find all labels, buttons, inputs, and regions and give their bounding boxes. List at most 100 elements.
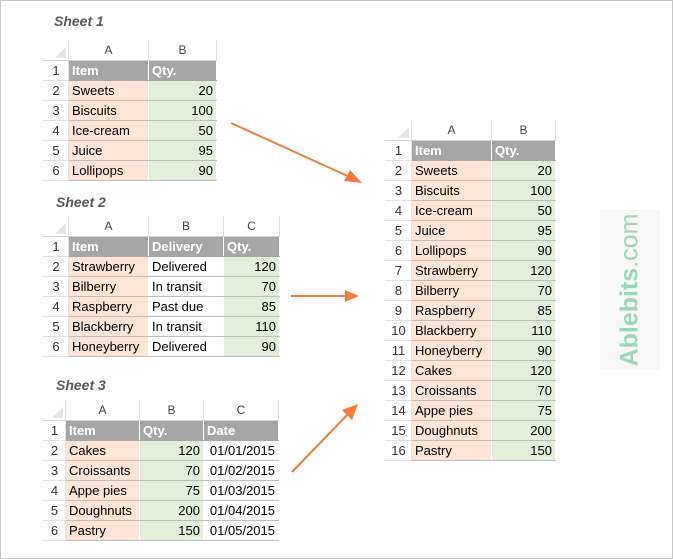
item-cell[interactable]: Juice [411,220,492,241]
qty-cell[interactable]: 90 [491,240,556,261]
row-number[interactable]: 9 [385,300,412,321]
qty-cell[interactable]: 50 [148,120,217,141]
item-cell[interactable]: Honeyberry [411,340,492,361]
item-cell[interactable]: Blackberry [68,316,149,337]
row-number[interactable]: 4 [43,480,66,501]
column-header-c[interactable]: C [203,400,279,421]
row-number[interactable]: 5 [43,316,69,337]
item-cell[interactable]: Honeyberry [68,336,149,357]
qty-cell[interactable]: 70 [491,380,556,401]
select-all-corner[interactable] [43,216,69,237]
qty-cell[interactable]: 150 [491,440,556,461]
qty-cell[interactable]: 95 [491,220,556,241]
row-number[interactable]: 3 [43,276,69,297]
item-cell[interactable]: Raspberry [411,300,492,321]
qty-cell[interactable]: 75 [139,480,204,501]
select-all-corner[interactable] [43,40,69,61]
header-cell-item[interactable]: Item [68,60,149,81]
qty-cell[interactable]: 70 [139,460,204,481]
qty-cell[interactable]: 110 [223,316,280,337]
row-number[interactable]: 7 [385,260,412,281]
delivery-cell[interactable]: In transit [148,276,224,297]
row-number[interactable]: 14 [385,400,412,421]
column-header-a[interactable]: A [68,40,149,61]
row-number[interactable]: 6 [385,240,412,261]
header-cell-item[interactable]: Item [411,140,492,161]
row-number[interactable]: 2 [43,80,69,101]
qty-cell[interactable]: 120 [139,440,204,461]
item-cell[interactable]: Blackberry [411,320,492,341]
item-cell[interactable]: Sweets [411,160,492,181]
row-number[interactable]: 6 [43,520,66,541]
row-number[interactable]: 3 [385,180,412,201]
item-cell[interactable]: Appe pies [411,400,492,421]
row-number[interactable]: 5 [43,140,69,161]
select-all-corner[interactable] [385,120,412,141]
column-header-c[interactable]: C [223,216,280,237]
column-header-b[interactable]: B [148,216,224,237]
qty-cell[interactable]: 75 [491,400,556,421]
column-header-b[interactable]: B [148,40,217,61]
item-cell[interactable]: Pastry [65,520,140,541]
item-cell[interactable]: Biscuits [411,180,492,201]
qty-cell[interactable]: 100 [148,100,217,121]
row-number[interactable]: 2 [43,256,69,277]
header-cell-qty[interactable]: Qty. [223,236,280,257]
date-cell[interactable]: 01/03/2015 [203,480,279,501]
row-number[interactable]: 1 [43,420,66,441]
row-number[interactable]: 5 [43,500,66,521]
item-cell[interactable]: Appe pies [65,480,140,501]
row-number[interactable]: 8 [385,280,412,301]
row-number[interactable]: 16 [385,440,412,461]
date-cell[interactable]: 01/05/2015 [203,520,279,541]
row-number[interactable]: 4 [43,296,69,317]
item-cell[interactable]: Ice-cream [68,120,149,141]
qty-cell[interactable]: 110 [491,320,556,341]
item-cell[interactable]: Cakes [411,360,492,381]
row-number[interactable]: 1 [43,60,69,81]
qty-cell[interactable]: 20 [491,160,556,181]
row-number[interactable]: 6 [43,160,69,181]
qty-cell[interactable]: 70 [223,276,280,297]
qty-cell[interactable]: 200 [491,420,556,441]
qty-cell[interactable]: 120 [223,256,280,277]
item-cell[interactable]: Croissants [411,380,492,401]
row-number[interactable]: 3 [43,460,66,481]
column-header-a[interactable]: A [411,120,492,141]
qty-cell[interactable]: 95 [148,140,217,161]
item-cell[interactable]: Cakes [65,440,140,461]
header-cell-qty[interactable]: Qty. [148,60,217,81]
qty-cell[interactable]: 120 [491,360,556,381]
qty-cell[interactable]: 90 [148,160,217,181]
row-number[interactable]: 4 [43,120,69,141]
row-number[interactable]: 2 [385,160,412,181]
qty-cell[interactable]: 70 [491,280,556,301]
header-cell-item[interactable]: Item [68,236,149,257]
item-cell[interactable]: Strawberry [411,260,492,281]
row-number[interactable]: 10 [385,320,412,341]
item-cell[interactable]: Lollipops [68,160,149,181]
item-cell[interactable]: Juice [68,140,149,161]
qty-cell[interactable]: 200 [139,500,204,521]
header-cell-delivery[interactable]: Delivery [148,236,224,257]
row-number[interactable]: 11 [385,340,412,361]
row-number[interactable]: 3 [43,100,69,121]
row-number[interactable]: 2 [43,440,66,461]
header-cell-qty[interactable]: Qty. [139,420,204,441]
date-cell[interactable]: 01/04/2015 [203,500,279,521]
delivery-cell[interactable]: Delivered [148,256,224,277]
column-header-a[interactable]: A [68,216,149,237]
date-cell[interactable]: 01/02/2015 [203,460,279,481]
qty-cell[interactable]: 120 [491,260,556,281]
item-cell[interactable]: Croissants [65,460,140,481]
column-header-b[interactable]: B [139,400,204,421]
date-cell[interactable]: 01/01/2015 [203,440,279,461]
qty-cell[interactable]: 150 [139,520,204,541]
item-cell[interactable]: Pastry [411,440,492,461]
delivery-cell[interactable]: Delivered [148,336,224,357]
item-cell[interactable]: Bilberry [68,276,149,297]
item-cell[interactable]: Biscuits [68,100,149,121]
column-header-a[interactable]: A [65,400,140,421]
header-cell-item[interactable]: Item [65,420,140,441]
item-cell[interactable]: Sweets [68,80,149,101]
